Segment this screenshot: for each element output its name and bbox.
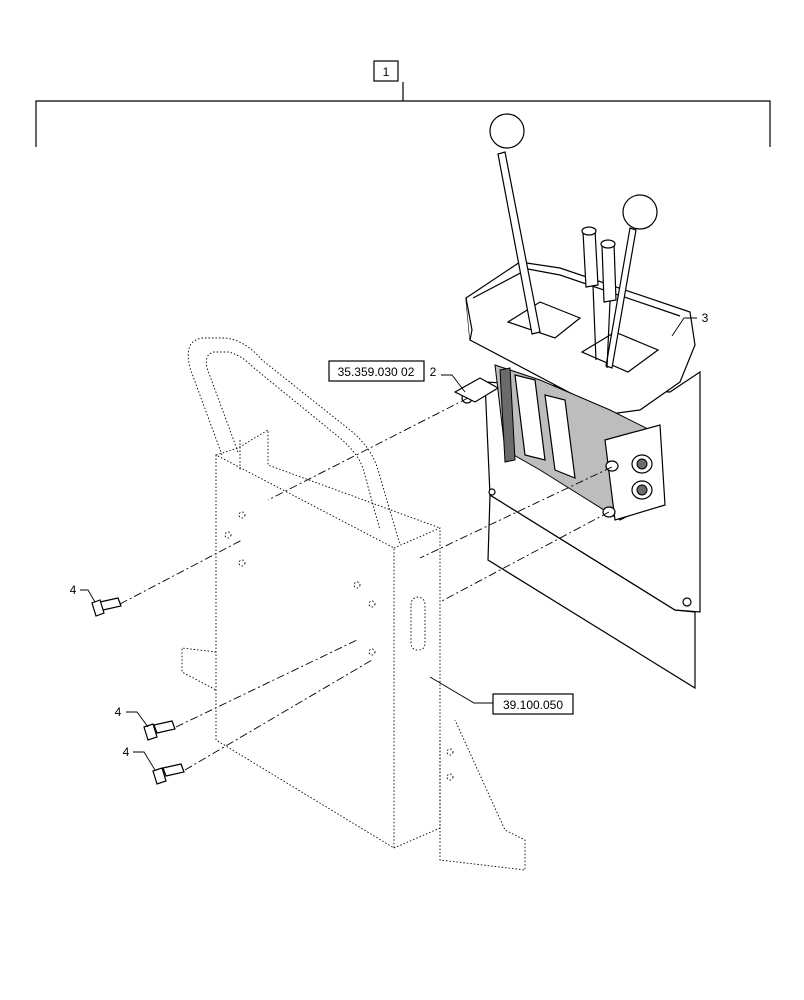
console-frame <box>181 337 526 871</box>
callout-4-c: 4 <box>123 745 130 759</box>
leader-lines <box>80 317 697 771</box>
item-number-1: 1 <box>383 65 390 79</box>
valve-mount-assembly <box>453 113 701 690</box>
bolt-b <box>143 720 176 741</box>
reference-frame-label: 39.100.050 <box>503 698 563 712</box>
callout-4-a: 4 <box>70 583 77 597</box>
assembly-lines <box>119 397 613 771</box>
bolt-a <box>91 597 122 617</box>
bolt-c <box>152 763 185 785</box>
callout-4-b: 4 <box>115 705 122 719</box>
callout-2: 2 <box>430 365 437 379</box>
reference-valve-box: 35.359.030 02 <box>328 360 425 382</box>
reference-valve-label: 35.359.030 02 <box>338 365 415 379</box>
callout-3: 3 <box>702 311 709 325</box>
reference-frame-box: 39.100.050 <box>492 693 574 715</box>
assembly-bracket: 1 <box>35 60 771 147</box>
